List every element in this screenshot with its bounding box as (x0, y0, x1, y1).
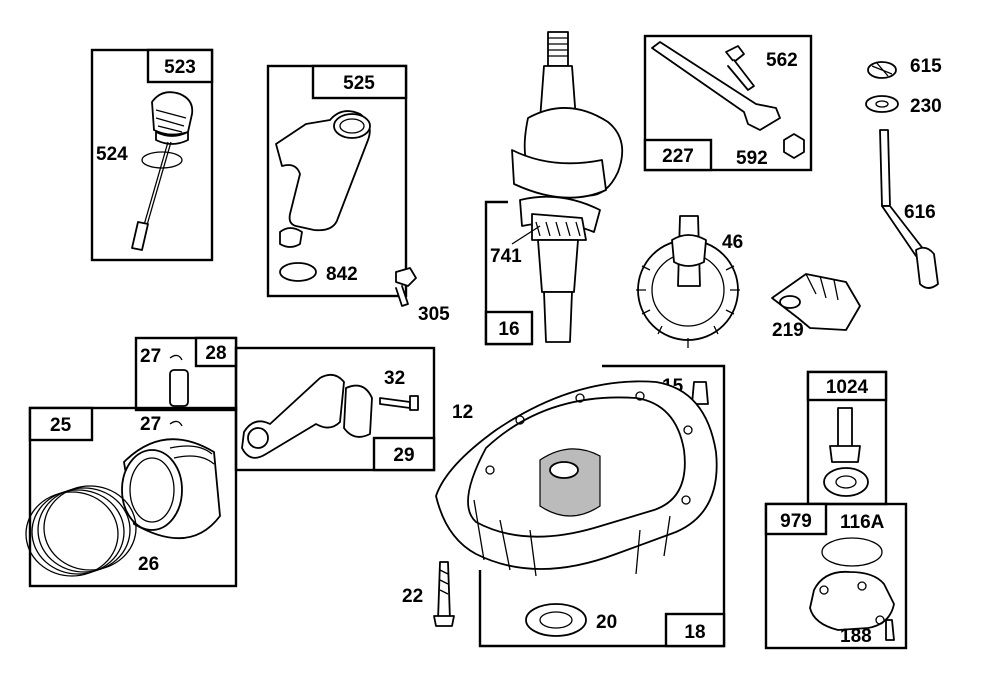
group-28: 28 27 (134, 336, 238, 412)
label-979: 979 (780, 511, 812, 532)
tag-25 (28, 406, 94, 442)
label-26: 26 (138, 554, 159, 575)
label-523: 523 (164, 57, 196, 78)
group-1024: 1024 (806, 370, 888, 506)
group-29: 29 32 (234, 346, 436, 472)
group-18: 18 12 15 (435, 364, 726, 648)
camshaft-46: 46 (636, 215, 743, 348)
label-16: 16 (498, 319, 519, 340)
label-20: 20 (596, 612, 617, 633)
frame-227 (643, 34, 813, 172)
governor-shaft-group: 615 230 616 (865, 56, 942, 289)
label-842: 842 (326, 264, 358, 285)
bolt-305: 305 (395, 267, 450, 325)
fill-tube-illustration (275, 110, 371, 282)
label-29: 29 (393, 445, 414, 466)
group-227: 227 562 592 (643, 34, 813, 172)
part-230 (865, 95, 899, 113)
clip-27-upper (169, 354, 183, 361)
tag-523 (146, 48, 214, 84)
piston-pin (169, 369, 189, 407)
frame-25 (28, 406, 238, 588)
label-12: 12 (452, 402, 473, 423)
part-615 (867, 61, 897, 79)
label-116A: 116A (840, 512, 885, 533)
tag-979 (764, 502, 828, 536)
label-616: 616 (904, 202, 936, 223)
label-188: 188 (840, 626, 872, 647)
label-28: 28 (205, 343, 226, 364)
group-25: 25 27 26 (25, 406, 238, 588)
crankshaft-illustration (511, 31, 624, 343)
label-27-lower: 27 (140, 414, 161, 435)
piston-illustration (121, 438, 221, 540)
label-25: 25 (50, 415, 72, 436)
pump-cover-illustration (809, 537, 895, 641)
label-741: 741 (490, 246, 522, 267)
group-525: 525 842 (266, 64, 408, 298)
label-227: 227 (662, 146, 694, 167)
group-979: 979 116A 188 (764, 502, 908, 650)
label-592: 592 (736, 148, 768, 169)
bolt-22: 22 (402, 561, 455, 627)
tag-1024 (806, 370, 888, 402)
label-219: 219 (772, 320, 804, 341)
tag-16 (484, 310, 534, 346)
label-562: 562 (766, 50, 798, 71)
seal-20: 20 (525, 603, 617, 637)
tag-29 (372, 436, 436, 472)
part-219: 219 (771, 273, 861, 341)
label-18: 18 (684, 622, 705, 643)
tag-18 (664, 612, 726, 648)
tag-525 (311, 64, 408, 100)
label-46: 46 (722, 232, 743, 253)
tag-227 (643, 138, 713, 172)
part-15 (691, 381, 709, 405)
label-524: 524 (96, 144, 128, 165)
label-525: 525 (343, 73, 375, 94)
label-615: 615 (910, 56, 942, 77)
oil-pump-illustration (823, 407, 869, 497)
label-230: 230 (910, 96, 942, 117)
label-1024: 1024 (826, 377, 869, 398)
dipstick-illustration (131, 91, 194, 251)
clip-27-lower (169, 420, 183, 427)
label-305: 305 (418, 304, 450, 325)
label-22: 22 (402, 586, 423, 607)
lever-illustration (651, 41, 805, 159)
frame-29 (234, 346, 436, 472)
label-27-upper: 27 (140, 346, 161, 367)
part-616 (879, 129, 939, 289)
piston-rings (25, 485, 137, 577)
sump-illustration (435, 380, 718, 577)
conrod-illustration (241, 373, 419, 459)
group-523: 523 524 (90, 48, 214, 262)
group-16: 16 741 (484, 31, 624, 346)
frame-979 (764, 502, 908, 650)
label-32: 32 (384, 368, 405, 389)
